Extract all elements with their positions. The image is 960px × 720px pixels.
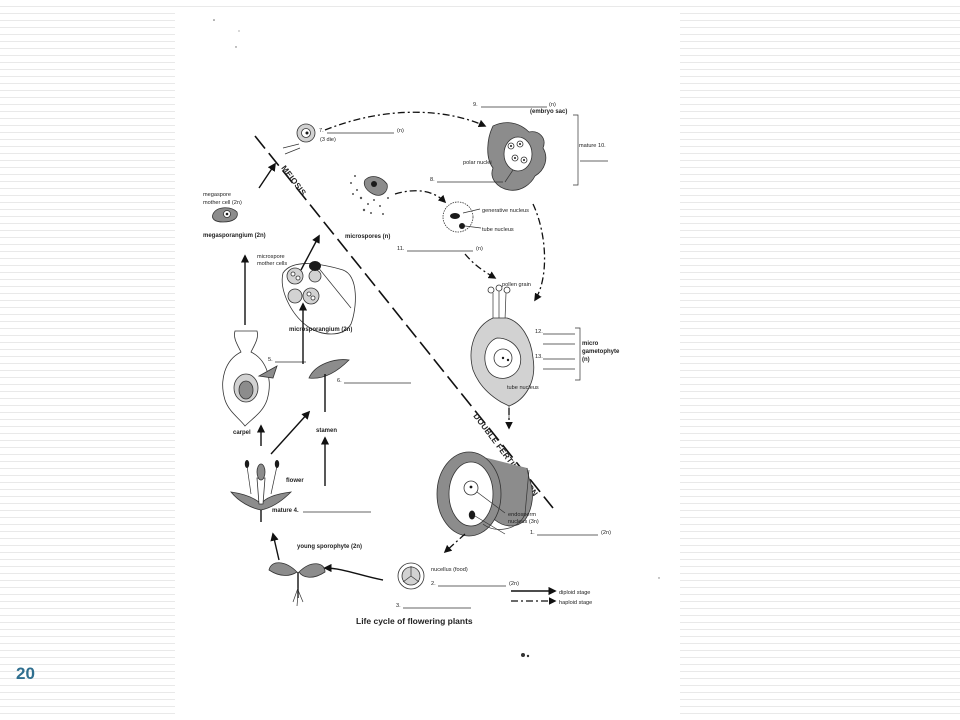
blank-7-label: 7. bbox=[319, 128, 324, 134]
microspore-mother-cells-label-2: mother cells bbox=[257, 261, 287, 267]
blank-11-label: 11. bbox=[397, 246, 405, 252]
microspores-label: microspores (n) bbox=[345, 234, 390, 240]
carpel-illustration bbox=[222, 330, 278, 427]
generative-nucleus-label: generative nucleus bbox=[482, 208, 529, 214]
blank-1-label: 1. bbox=[530, 530, 535, 536]
blank-6-label: 6. bbox=[337, 378, 342, 384]
megasporangium-label: megasporangium (2n) bbox=[203, 233, 266, 239]
endosperm-nucleus-label-1: endosperm bbox=[508, 512, 536, 518]
megaspore-mother-cell-label-1: megaspore bbox=[203, 192, 231, 198]
megaspore-mother-cell-label-2: mother cell (2n) bbox=[203, 200, 242, 206]
legend-diploid-label: diploid stage bbox=[559, 590, 590, 596]
blank-2-suffix: (2n) bbox=[509, 581, 519, 587]
blank-3-label: 3. bbox=[396, 603, 401, 609]
young-sporophyte-label: young sporophyte (2n) bbox=[297, 544, 362, 550]
stamen-illustration bbox=[308, 359, 350, 412]
diagram-title: Life cycle of flowering plants bbox=[356, 616, 473, 626]
young-sporophyte-illustration bbox=[268, 562, 326, 607]
blank-8-label: 8. bbox=[430, 177, 435, 183]
worksheet-page: MEIOSIS DOUBLE FERTILIZATION 7. (n) (3 d… bbox=[175, 8, 680, 720]
blank-11-suffix: (n) bbox=[476, 246, 483, 252]
blank-12-label: 12. bbox=[535, 329, 543, 335]
slide-number: 20 bbox=[16, 664, 35, 683]
legend-haploid-label: haploid stage bbox=[559, 600, 592, 606]
micro-gametophyte-label-2: gametophyte bbox=[582, 349, 620, 355]
tube-nucleus-bottom-label: tube nucleus bbox=[507, 385, 539, 391]
stamen-label: stamen bbox=[316, 428, 337, 434]
polar-nuclei-label: polar nuclei bbox=[463, 160, 492, 166]
scan-specks bbox=[213, 19, 660, 658]
seed-illustration bbox=[397, 562, 425, 590]
blank-13-label: 13. bbox=[535, 354, 543, 360]
legend: diploid stage haploid stage bbox=[511, 586, 592, 606]
blank-4-label: mature 4. bbox=[272, 508, 299, 514]
tube-nucleus-top-label: tube nucleus bbox=[482, 227, 514, 233]
fertilized-ovule-illustration bbox=[436, 451, 533, 537]
micro-gametophyte-label-3: (n) bbox=[582, 357, 590, 363]
flowering-plant-life-cycle-diagram: MEIOSIS DOUBLE FERTILIZATION 7. (n) (3 d… bbox=[203, 19, 660, 658]
microspore-mother-cells-label-1: microspore bbox=[257, 254, 285, 260]
endosperm-nucleus-label-2: nucleus (3n) bbox=[508, 519, 539, 525]
lifecycle-arrows bbox=[240, 111, 546, 581]
carpel-label: carpel bbox=[233, 430, 251, 436]
blank-2-label: 2. bbox=[431, 581, 436, 587]
meiosis-divider bbox=[254, 135, 554, 509]
blank-10-label: mature 10. bbox=[579, 143, 606, 149]
blank-9-suffix: (n) bbox=[549, 102, 556, 108]
meiosis-stage-label: MEIOSIS bbox=[279, 164, 308, 198]
megaspore-tetrad bbox=[282, 123, 316, 155]
microsporangium-illustration bbox=[281, 261, 356, 335]
micro-gametophyte-illustration bbox=[470, 284, 535, 418]
microsporangium-label: microsporangium (2n) bbox=[289, 327, 352, 333]
flower-label: flower bbox=[286, 478, 304, 484]
three-die-label: (3 die) bbox=[320, 137, 336, 143]
microspores-illustration bbox=[350, 175, 389, 215]
pollen-grain-illustration bbox=[442, 201, 482, 233]
blank-1-suffix: (2n) bbox=[601, 530, 611, 536]
pollen-grain-label: pollen grain bbox=[502, 282, 531, 288]
embryo-sac-label: (embryo sac) bbox=[530, 109, 567, 115]
nucellus-label: nucellus (food) bbox=[431, 567, 468, 573]
megasporangium-illustration bbox=[212, 207, 238, 223]
micro-gametophyte-label-1: micro bbox=[582, 341, 599, 347]
blank-7-suffix: (n) bbox=[397, 128, 404, 134]
blank-9-label: 9. bbox=[473, 102, 478, 108]
flower-illustration bbox=[230, 460, 293, 522]
embryo-sac-illustration bbox=[487, 122, 547, 191]
blank-5-label: 5. bbox=[268, 357, 273, 363]
